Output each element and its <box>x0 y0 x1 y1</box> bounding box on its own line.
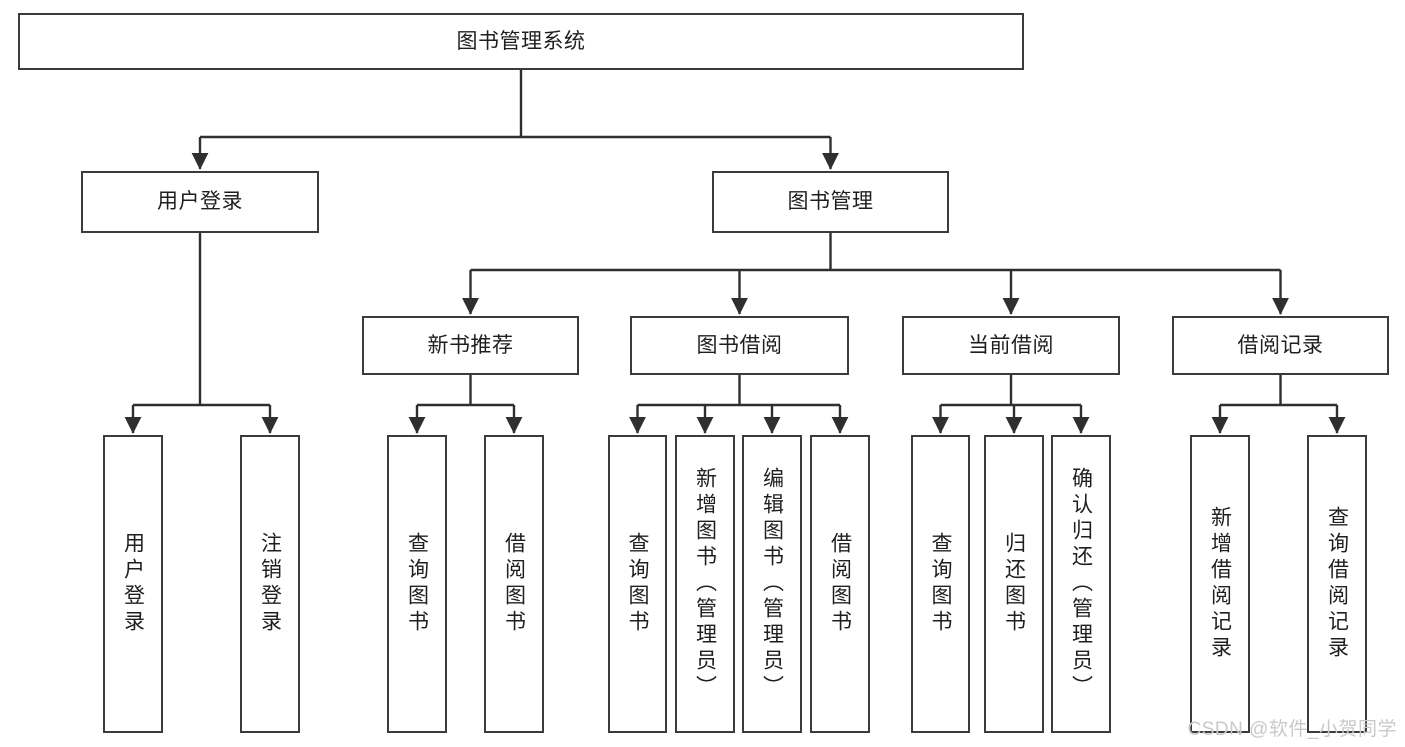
leaf-node-8[interactable]: 查询图书 <box>911 435 970 733</box>
node-label: 查询借阅记录 <box>1325 506 1349 662</box>
node-label: 新增图书（管理员） <box>693 467 717 701</box>
level3-node-1[interactable]: 图书借阅 <box>630 316 849 375</box>
csdn-watermark: CSDN @软件_小贺同学 <box>1187 719 1397 740</box>
level3-node-3[interactable]: 借阅记录 <box>1172 316 1389 375</box>
node-label: 用户登录 <box>121 532 145 636</box>
node-label: 图书管理系统 <box>456 29 586 53</box>
leaf-node-5[interactable]: 新增图书（管理员） <box>675 435 735 733</box>
node-label: 归还图书 <box>1002 532 1026 636</box>
leaf-node-11[interactable]: 新增借阅记录 <box>1190 435 1250 733</box>
leaf-node-4[interactable]: 查询图书 <box>608 435 667 733</box>
leaf-node-1[interactable]: 注销登录 <box>240 435 300 733</box>
node-label: 新书推荐 <box>427 333 514 357</box>
node-label: 新增借阅记录 <box>1208 506 1232 662</box>
leaf-node-2[interactable]: 查询图书 <box>387 435 447 733</box>
node-label: 注销登录 <box>258 532 282 636</box>
node-label: 用户登录 <box>157 190 243 214</box>
node-label: 图书管理 <box>787 190 874 214</box>
leaf-node-3[interactable]: 借阅图书 <box>484 435 544 733</box>
node-label: 编辑图书（管理员） <box>760 467 784 701</box>
node-label: 当前借阅 <box>968 333 1054 357</box>
level3-node-0[interactable]: 新书推荐 <box>362 316 579 375</box>
root-node-0[interactable]: 图书管理系统 <box>18 13 1024 70</box>
node-label: 确认归还（管理员） <box>1069 467 1093 701</box>
level3-node-2[interactable]: 当前借阅 <box>902 316 1120 375</box>
node-label: 借阅图书 <box>502 532 526 636</box>
level2-node-0[interactable]: 用户登录 <box>81 171 319 233</box>
node-label: 借阅记录 <box>1237 333 1324 357</box>
leaf-node-7[interactable]: 借阅图书 <box>810 435 870 733</box>
leaf-node-12[interactable]: 查询借阅记录 <box>1307 435 1367 733</box>
leaf-node-10[interactable]: 确认归还（管理员） <box>1051 435 1111 733</box>
node-label: 图书借阅 <box>696 333 783 357</box>
node-label: 查询图书 <box>626 532 649 636</box>
level2-node-1[interactable]: 图书管理 <box>712 171 949 233</box>
node-label: 查询图书 <box>405 532 429 636</box>
leaf-node-0[interactable]: 用户登录 <box>103 435 163 733</box>
leaf-node-6[interactable]: 编辑图书（管理员） <box>742 435 802 733</box>
node-label: 借阅图书 <box>828 532 852 636</box>
node-label: 查询图书 <box>929 532 952 636</box>
leaf-node-9[interactable]: 归还图书 <box>984 435 1044 733</box>
